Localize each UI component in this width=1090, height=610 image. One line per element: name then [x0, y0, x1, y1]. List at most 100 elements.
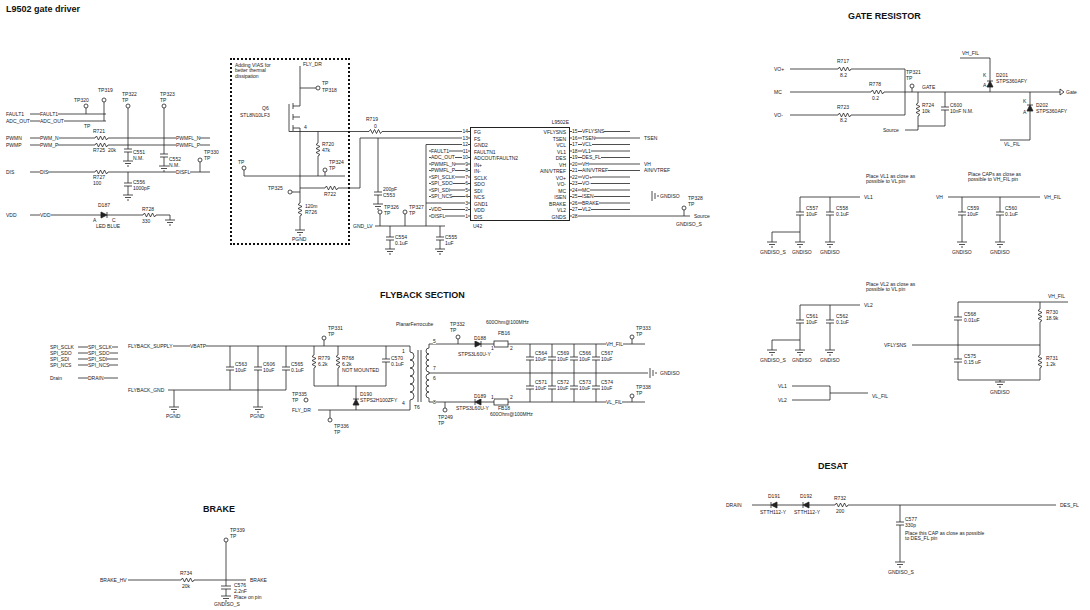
diode-symbol: [766, 502, 782, 508]
schematic-label: R720: [322, 142, 334, 147]
capacitor-symbol: [160, 147, 168, 164]
schematic-label: VH_FIL: [606, 342, 623, 347]
schematic-label: VO+: [774, 67, 784, 72]
schematic-label: GNDISO: [990, 250, 1010, 255]
capacitor-symbol: [374, 185, 382, 202]
schematic-label: C560: [1005, 206, 1017, 211]
schematic-label: TP318: [322, 88, 337, 93]
schematic-label: C600: [950, 103, 962, 108]
diode-symbol: [798, 502, 814, 508]
resistor-symbol: [312, 352, 316, 371]
test-point: [84, 104, 88, 108]
schematic-label: DIS: [6, 170, 14, 175]
schematic-label: C: [112, 218, 116, 223]
schematic-label: 10uF: [557, 386, 568, 391]
schematic-label: C555: [445, 235, 457, 240]
capacitor-symbol: [526, 379, 534, 396]
schematic-label: R734: [180, 571, 192, 576]
schematic-label: FB16: [498, 331, 510, 336]
resistor-symbol: [178, 578, 197, 582]
schematic-label: TP: [636, 391, 642, 396]
schematic-label: C558: [836, 206, 848, 211]
schematic-label: TP: [84, 124, 90, 129]
schematic-label: Source: [694, 214, 710, 219]
schematic-label: GNDISO: [990, 390, 1010, 395]
schematic-label: 9: [465, 162, 468, 167]
schematic-label: 20k: [182, 584, 190, 589]
resistor-symbol: [92, 170, 111, 174]
capacitor-symbol: [526, 350, 534, 367]
schematic-label: VL1: [864, 195, 873, 200]
schematic-label: TP323: [160, 92, 175, 97]
test-point: [162, 104, 166, 108]
capacitor-symbol: [954, 352, 962, 369]
schematic-label: 7: [433, 366, 436, 371]
ground-symbol: [373, 202, 383, 209]
schematic-label: SPI_SDI: [88, 357, 107, 362]
schematic-label: 200: [836, 509, 844, 514]
schematic-label: N.M.: [169, 163, 180, 168]
schematic-label: STPS360AFY: [1036, 109, 1067, 114]
ground-symbol: [159, 164, 169, 171]
schematic-label: GNDISO: [820, 250, 840, 255]
schematic-label: VDD: [40, 213, 51, 218]
test-point: [288, 190, 292, 194]
schematic-label: 10uF: [967, 212, 978, 217]
schematic-label: C571: [535, 380, 547, 385]
schematic-label: 8.2: [840, 118, 847, 123]
schematic-label: Place this CAP as close as possible to D…: [905, 531, 985, 542]
schematic-label: STTH112-Y: [794, 510, 820, 515]
schematic-label: C553: [383, 193, 395, 198]
schematic-label: 8: [433, 400, 436, 405]
pin-name: ISEN: [554, 195, 566, 200]
ground-symbol: [169, 405, 179, 412]
schematic-label: 10uF: [557, 357, 568, 362]
schematic-label: TP: [409, 211, 415, 216]
schematic-label: TP339: [230, 528, 245, 533]
resistor-symbol: [1038, 352, 1042, 371]
schematic-label: A: [983, 83, 986, 88]
schematic-label: C572: [557, 380, 569, 385]
schematic-label: FAULT1: [431, 149, 449, 154]
schematic-label: TP330: [204, 150, 219, 155]
capacitor-symbol: [386, 230, 394, 247]
schematic-label: PWMFL_N: [176, 136, 200, 141]
ground-symbol: [253, 405, 263, 412]
schematic-label: 24: [572, 188, 578, 193]
schematic-label: VFLYSNS: [884, 343, 906, 348]
schematic-label: SPI_NCS: [431, 194, 452, 199]
test-point: [456, 335, 460, 339]
schematic-label: R717: [837, 59, 849, 64]
ground-symbol: [123, 193, 133, 200]
schematic-label: SPI_SDO: [431, 181, 453, 186]
schematic-label: VDD: [6, 213, 17, 218]
schematic-label: 19: [572, 155, 578, 160]
schematic-label: C552: [169, 157, 181, 162]
capacitor-symbol: [548, 350, 556, 367]
schematic-label: 15: [572, 129, 578, 134]
pin-name: BRAKE: [549, 202, 566, 207]
schematic-label: TP: [906, 76, 912, 81]
resistor-symbol: [1038, 306, 1042, 325]
schematic-label: 0: [374, 124, 377, 129]
test-point: [126, 104, 130, 108]
schematic-label: 4: [465, 194, 468, 199]
schematic-label: R768: [342, 356, 354, 361]
ground-symbol: [795, 240, 805, 247]
resistor-symbol: [832, 503, 851, 507]
wire: [912, 302, 1068, 380]
resistor-symbol: [835, 67, 854, 71]
ground-symbol: [165, 218, 175, 225]
schematic-label: PGND: [166, 414, 180, 419]
schematic-label: VO-: [582, 181, 591, 186]
schematic-label: R726: [305, 210, 317, 215]
schematic-label: 14: [462, 129, 468, 134]
schematic-label: AIN/VTREF: [582, 168, 608, 173]
schematic-label: 6: [465, 181, 468, 186]
capacitor-symbol: [436, 230, 444, 247]
schematic-label: PWMFL_P: [176, 143, 200, 148]
ground-symbol: [435, 247, 445, 254]
schematic-label: C567: [601, 351, 613, 356]
schematic-label: TP: [450, 328, 456, 333]
schematic-label: TP333: [636, 326, 651, 331]
